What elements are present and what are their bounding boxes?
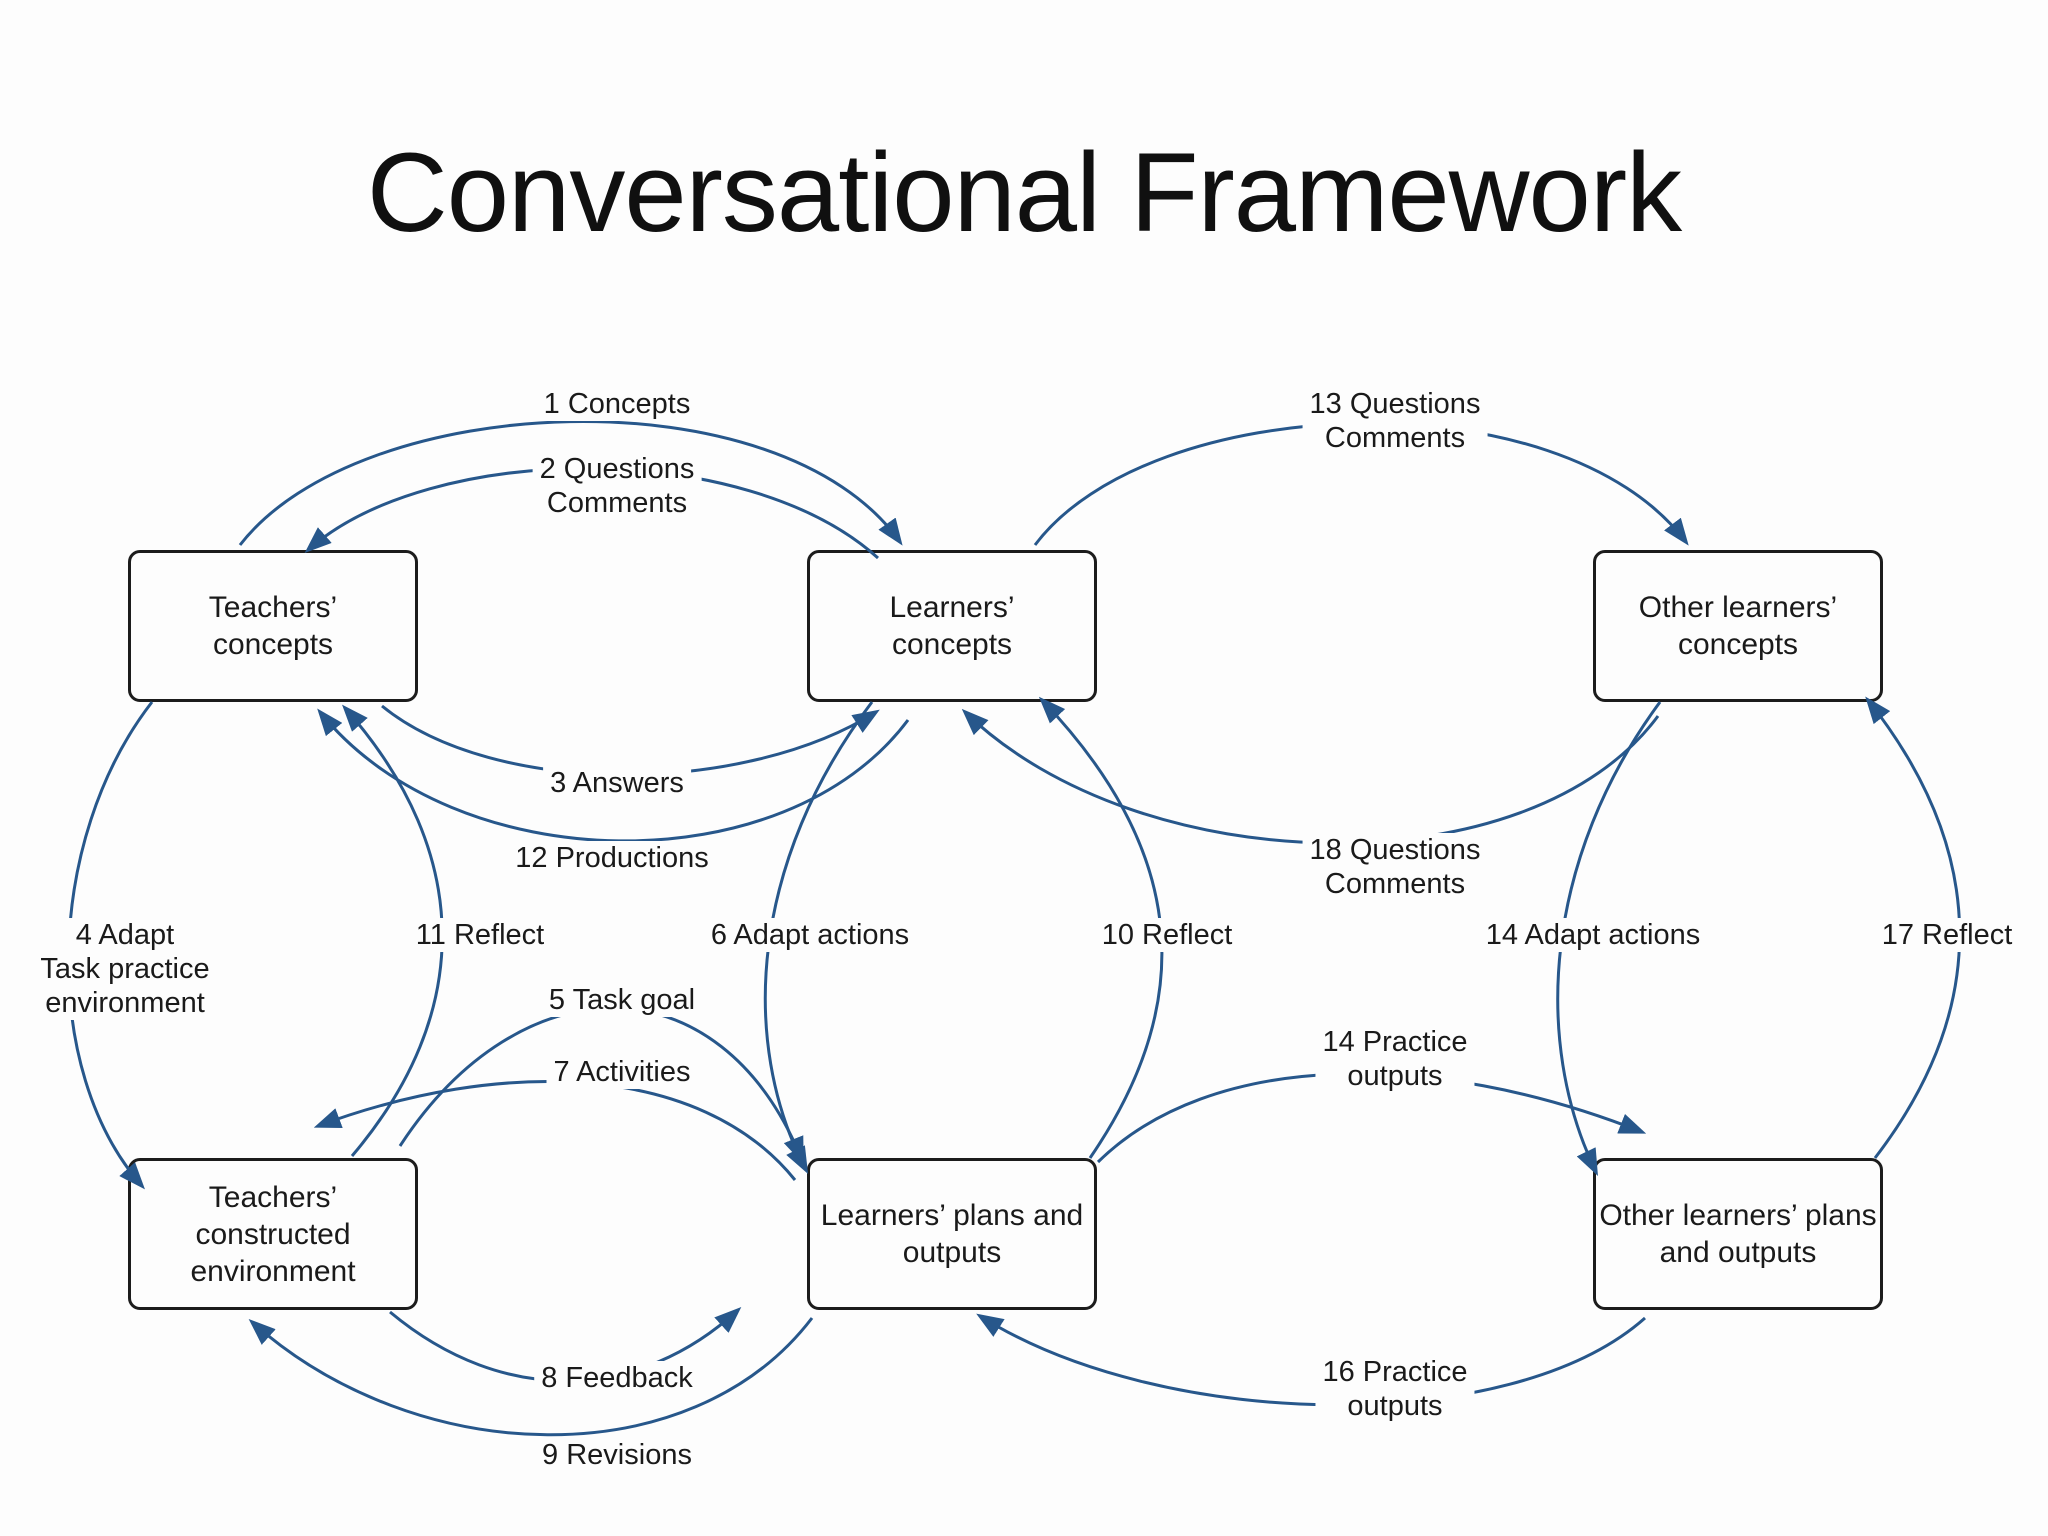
flow-label-line: 14 Practice	[1322, 1026, 1468, 1058]
flow-17-label: 17 Reflect	[1874, 918, 2020, 952]
flow-label-line: outputs	[1347, 1390, 1443, 1422]
flow-label-line: 3 Answers	[550, 767, 684, 799]
flow-label-line: Comments	[1324, 868, 1466, 900]
flow-5-label: 5 Task goal	[541, 983, 703, 1017]
flow-label-line: Task practice	[40, 953, 210, 985]
box-learners-concepts: Learners’ concepts	[807, 550, 1097, 702]
arrow-9-revisions	[248, 1317, 814, 1437]
box-label-line: Other learners’ plans	[1599, 1199, 1877, 1232]
flow-label-line: environment	[45, 987, 205, 1019]
flow-label-line: 7 Activities	[553, 1056, 691, 1088]
flow-label-line: outputs	[1347, 1060, 1443, 1092]
box-label-line: Teachers’	[208, 591, 338, 624]
flow-label-line: Comments	[1324, 422, 1466, 454]
box-learners-plans-outputs: Learners’ plans and outputs	[807, 1158, 1097, 1310]
flow-label-line: 2 Questions	[539, 453, 695, 485]
box-label-line: constructed	[195, 1217, 351, 1251]
flow-label-line: 11 Reflect	[415, 919, 545, 951]
flow-3-label: 3 Answers	[543, 766, 691, 800]
box-label-line: and outputs	[1659, 1236, 1817, 1269]
flow-label-line: 18 Questions	[1309, 834, 1481, 866]
flow-label-line: 14 Adapt actions	[1485, 919, 1701, 951]
box-label-line: Learners’	[889, 591, 1015, 624]
box-other-learners-concepts: Other learners’ concepts	[1593, 550, 1883, 702]
flow-10-label: 10 Reflect	[1094, 918, 1240, 952]
box-label-line: concepts	[1677, 628, 1799, 661]
arrow-16-practice-outputs	[976, 1313, 1646, 1407]
flow-11-label: 11 Reflect	[408, 918, 552, 952]
flow-label-line: 1 Concepts	[543, 388, 691, 420]
box-label-line: environment	[190, 1254, 356, 1288]
flow-label-line: 9 Revisions	[542, 1439, 692, 1471]
box-label-line: Teachers’	[208, 1180, 338, 1214]
slide-title: Conversational Framework	[366, 130, 1682, 255]
box-other-learners-plans-outputs: Other learners’ plans and outputs	[1593, 1158, 1883, 1310]
flow-label-line: 17 Reflect	[1881, 919, 2013, 951]
flow-12-label: 12 Productions	[508, 841, 716, 875]
flow-9-label: 9 Revisions	[535, 1438, 699, 1472]
flow-label-line: 4 Adapt	[75, 919, 175, 951]
flow-label-line: 5 Task goal	[548, 984, 696, 1016]
box-teachers-concepts: Teachers’ concepts	[128, 550, 418, 702]
flow-label-line: 13 Questions	[1309, 388, 1481, 420]
box-label-line: outputs	[902, 1236, 1002, 1269]
flow-1-label: 1 Concepts	[536, 387, 698, 421]
flow-label-line: 16 Practice	[1322, 1356, 1468, 1388]
flow-label-line: Comments	[546, 487, 688, 519]
flow-14a-label: 14 Adapt actions	[1478, 918, 1708, 952]
arrow-18-questions	[961, 708, 1660, 845]
flow-label-line: 10 Reflect	[1101, 919, 1233, 951]
flow-label-line: 12 Productions	[515, 842, 709, 874]
flow-8-label: 8 Feedback	[534, 1361, 700, 1395]
flow-label-line: 6 Adapt actions	[710, 919, 910, 951]
flow-6-label: 6 Adapt actions	[703, 918, 917, 952]
box-label-line: Learners’ plans and	[820, 1199, 1084, 1232]
arrow-3-answers	[381, 704, 880, 777]
box-label-line: Other learners’	[1638, 591, 1838, 624]
box-label-line: concepts	[891, 628, 1013, 661]
box-label-line: concepts	[212, 628, 334, 661]
flow-label-line: 8 Feedback	[541, 1362, 693, 1394]
flow-7-label: 7 Activities	[546, 1055, 698, 1089]
